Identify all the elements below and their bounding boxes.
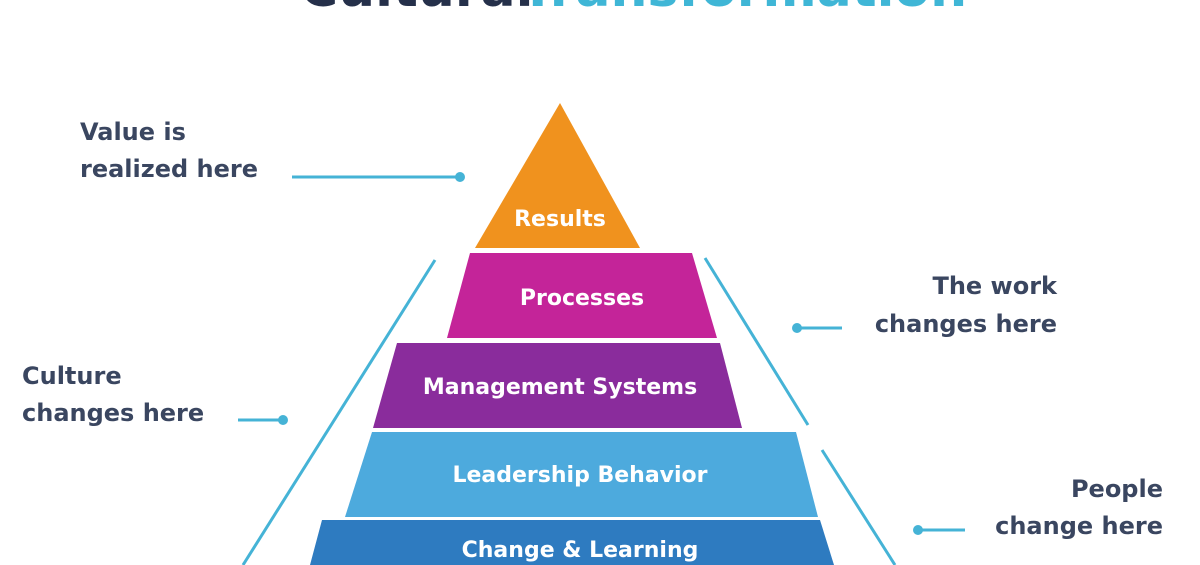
tier-results-label: Results <box>514 207 606 232</box>
annotation-culture-line2: changes here <box>22 399 204 427</box>
tier-management-systems <box>373 343 742 428</box>
tier-processes <box>447 253 717 338</box>
tier-leadership-label: Leadership Behavior <box>452 463 707 488</box>
tier-change-learning <box>310 520 834 565</box>
annotation-people-line1: People <box>1071 475 1163 503</box>
bracket-lines <box>238 175 965 565</box>
annotation-work-line2: changes here <box>875 310 1057 338</box>
tier-leadership-behavior <box>345 432 818 517</box>
title-part1: Cultural <box>300 0 533 19</box>
tier-change-label: Change & Learning <box>462 538 699 563</box>
title-part2: Transformation <box>520 0 967 19</box>
tier-management-label: Management Systems <box>423 375 697 400</box>
annotation-work-line1: The work <box>932 272 1058 300</box>
annotation-value-line1: Value is <box>80 118 186 146</box>
annotation-value-line2: realized here <box>80 155 258 183</box>
annotation-people-line2: change here <box>995 512 1163 540</box>
annotation-culture-line1: Culture <box>22 362 122 390</box>
tier-processes-label: Processes <box>520 286 644 311</box>
pointer-dots <box>278 172 923 535</box>
tier-results <box>475 103 640 248</box>
